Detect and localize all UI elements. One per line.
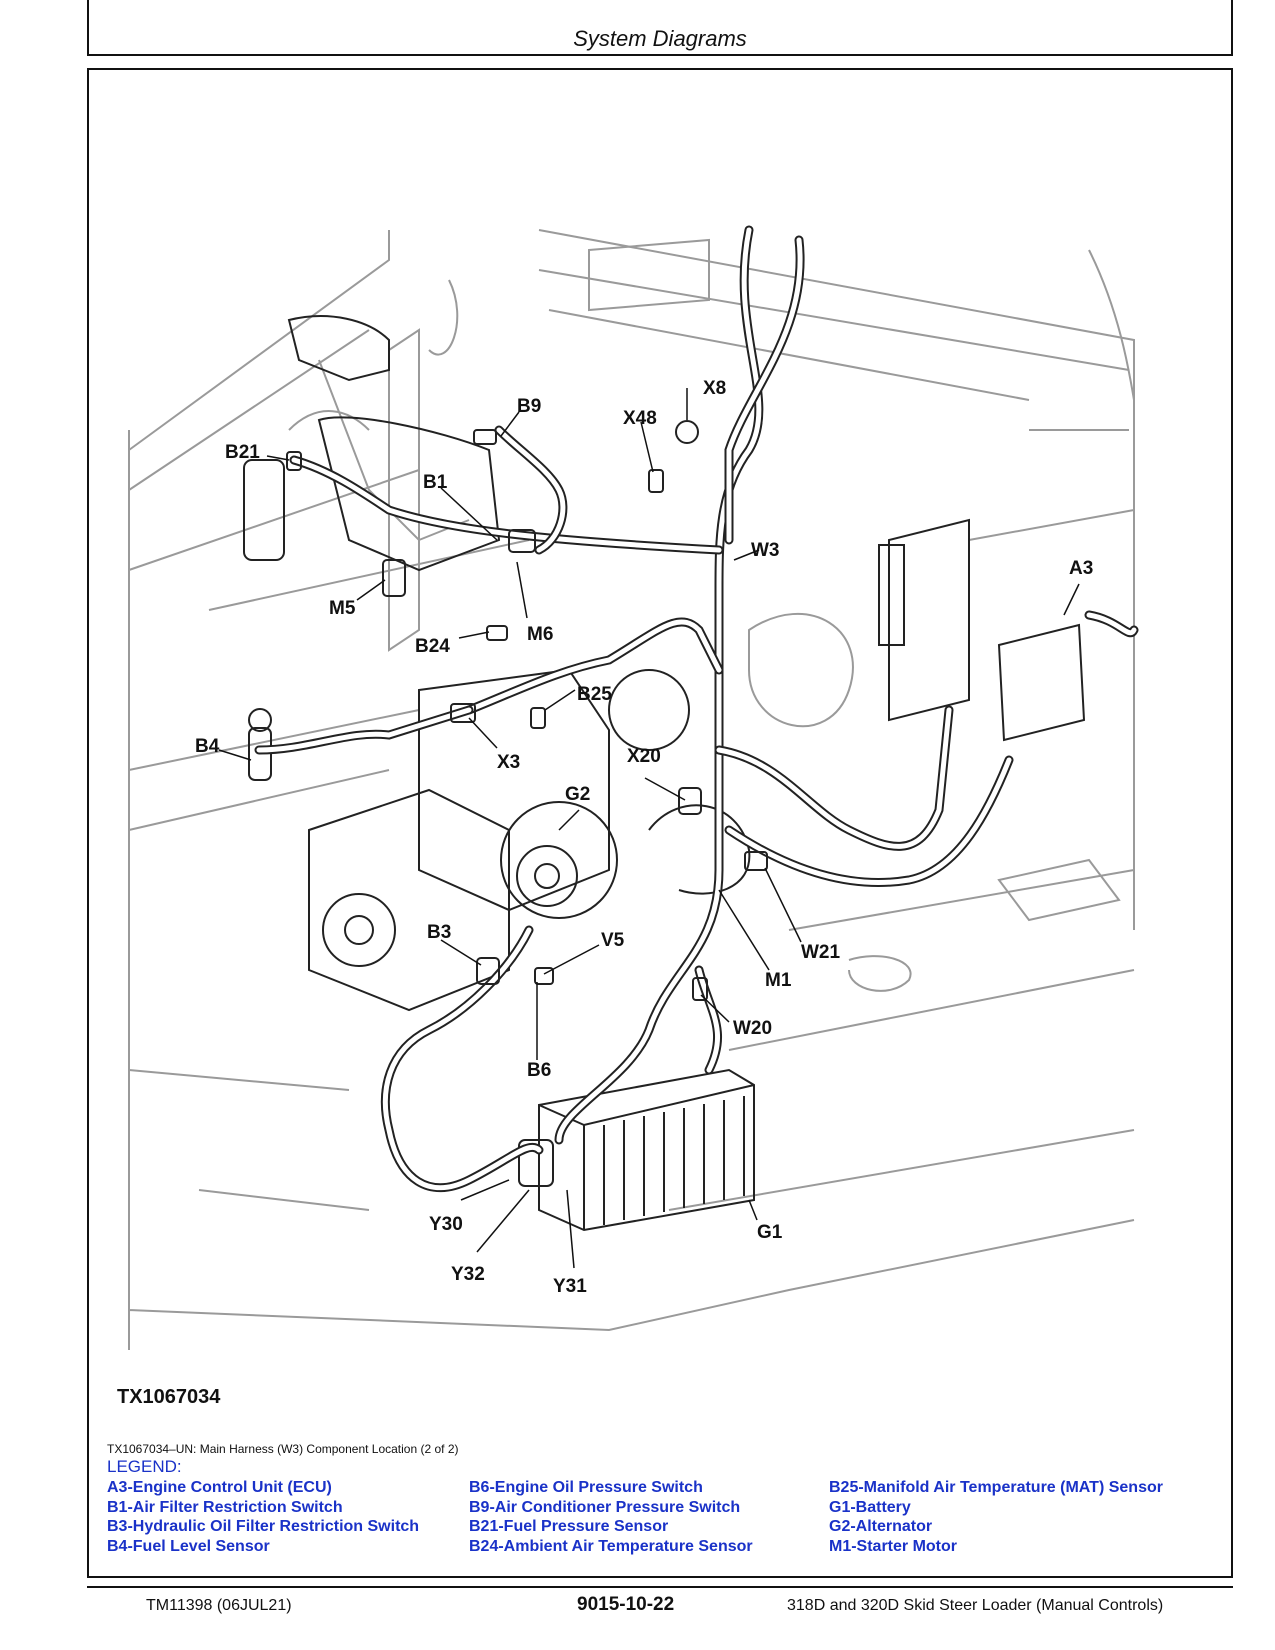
callout-y32: Y32 bbox=[451, 1264, 485, 1285]
legend-item: B21-Fuel Pressure Sensor bbox=[469, 1518, 669, 1535]
callout-a3: A3 bbox=[1069, 558, 1093, 579]
footer-page-number: 9015-10-22 bbox=[577, 1594, 675, 1615]
legend-item: B25-Manifold Air Temperature (MAT) Senso… bbox=[829, 1479, 1163, 1496]
callout-b3: B3 bbox=[427, 922, 451, 943]
engine-components bbox=[243, 315, 1086, 1232]
callout-b9: B9 bbox=[517, 396, 541, 417]
callout-g1: G1 bbox=[757, 1222, 783, 1243]
legend-item: B3-Hydraulic Oil Filter Restriction Swit… bbox=[107, 1518, 420, 1535]
leader-lines bbox=[218, 388, 1080, 1269]
callout-x3: X3 bbox=[497, 752, 520, 773]
callout-w20: W20 bbox=[733, 1018, 772, 1039]
page-header: System Diagrams bbox=[87, 0, 1233, 56]
page-title: System Diagrams bbox=[573, 26, 747, 51]
legend-column-2: B6-Engine Oil Pressure Switch B9-Air Con… bbox=[469, 1478, 753, 1556]
callout-v5: V5 bbox=[601, 930, 625, 951]
callout-b4: B4 bbox=[195, 736, 220, 757]
callout-m5: M5 bbox=[329, 598, 356, 619]
legend-column-3: B25-Manifold Air Temperature (MAT) Senso… bbox=[829, 1478, 1163, 1556]
legend-item: B9-Air Conditioner Pressure Switch bbox=[469, 1498, 741, 1516]
footer-divider bbox=[87, 1586, 1233, 1588]
legend-item: A3-Engine Control Unit (ECU) bbox=[107, 1479, 332, 1496]
callout-b21: B21 bbox=[225, 442, 260, 463]
figure-caption: TX1067034–UN: Main Harness (W3) Componen… bbox=[107, 1442, 459, 1456]
legend-item: B6-Engine Oil Pressure Switch bbox=[469, 1479, 703, 1496]
legend-item: B1-Air Filter Restriction Switch bbox=[107, 1498, 343, 1516]
callout-y31: Y31 bbox=[553, 1276, 587, 1297]
callout-g2: G2 bbox=[565, 784, 590, 805]
callout-w3: W3 bbox=[751, 540, 780, 561]
figure-id: TX1067034 bbox=[117, 1386, 221, 1408]
legend-item: B24-Ambient Air Temperature Sensor bbox=[469, 1537, 753, 1555]
callout-b6: B6 bbox=[527, 1060, 551, 1081]
legend-item: M1-Starter Motor bbox=[829, 1537, 958, 1555]
harness-diagram: B9 X8 X48 B21 B1 W3 A3 M5 M6 B24 B25 B4 … bbox=[128, 225, 1139, 1350]
callout-w21: W21 bbox=[801, 942, 841, 963]
main-harness-w3 bbox=[254, 225, 1139, 1193]
callout-x8: X8 bbox=[703, 378, 726, 399]
machine-frame-lines bbox=[128, 229, 1135, 1350]
legend-item: B4-Fuel Level Sensor bbox=[107, 1537, 270, 1555]
footer-manual-id: TM11398 (06JUL21) bbox=[146, 1597, 292, 1614]
callout-b1: B1 bbox=[423, 472, 448, 493]
legend-title: LEGEND: bbox=[107, 1457, 182, 1476]
callout-x20: X20 bbox=[627, 746, 661, 767]
connectors bbox=[286, 420, 768, 1001]
callout-m6: M6 bbox=[527, 624, 553, 645]
callout-b25: B25 bbox=[577, 684, 612, 705]
legend-item: G2-Alternator bbox=[829, 1518, 933, 1535]
legend-item: G1-Battery bbox=[829, 1498, 911, 1516]
callout-y30: Y30 bbox=[429, 1214, 463, 1235]
callout-b24: B24 bbox=[415, 636, 450, 657]
callout-x48: X48 bbox=[623, 408, 657, 429]
footer-model: 318D and 320D Skid Steer Loader (Manual … bbox=[787, 1597, 1164, 1614]
legend-column-1: A3-Engine Control Unit (ECU) B1-Air Filt… bbox=[107, 1478, 419, 1556]
callout-m1: M1 bbox=[765, 970, 792, 991]
figure-frame: B9 X8 X48 B21 B1 W3 A3 M5 M6 B24 B25 B4 … bbox=[87, 68, 1233, 1578]
callout-labels: B9 X8 X48 B21 B1 W3 A3 M5 M6 B24 B25 B4 … bbox=[195, 378, 1093, 1297]
